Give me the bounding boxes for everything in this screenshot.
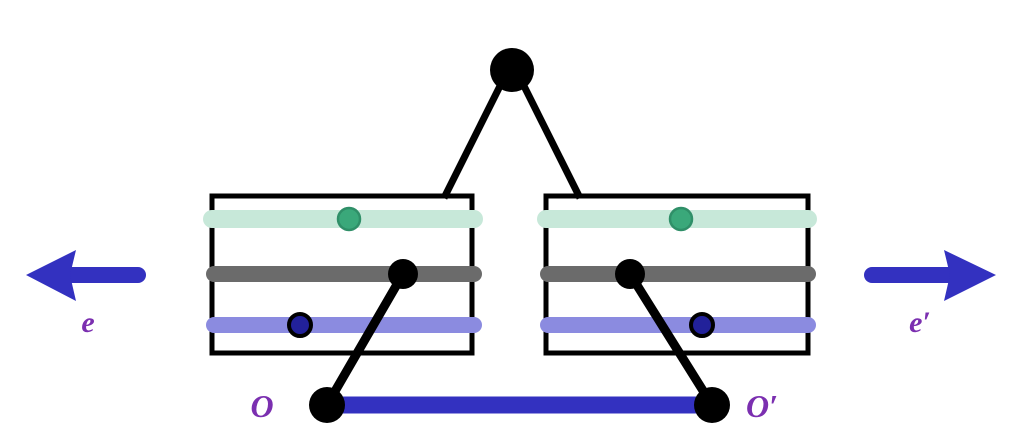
right-worldline (625, 269, 717, 410)
left-arrow-label: e (81, 306, 94, 339)
left-arrow-head (26, 250, 76, 301)
right-base-node (694, 387, 730, 423)
right-arrow-label: e′ (909, 306, 931, 339)
apex-to-right-box-line (520, 84, 584, 200)
right-gray-band-node (615, 259, 645, 289)
right-point-label: O′ (746, 388, 778, 424)
left-base-node (309, 387, 345, 423)
left-arrow (26, 250, 146, 301)
left-navy-dot (287, 312, 313, 338)
apex-node (490, 48, 534, 92)
left-gray-band-node (388, 259, 418, 289)
left-point-label: O (250, 388, 273, 424)
apex-to-left-box-line (440, 84, 504, 200)
left-green-dot (336, 206, 362, 232)
right-arrow (864, 250, 996, 301)
right-navy-dot (689, 312, 715, 338)
right-arrow-head (944, 250, 996, 301)
left-worldline (322, 269, 408, 410)
right-green-dot (668, 206, 694, 232)
